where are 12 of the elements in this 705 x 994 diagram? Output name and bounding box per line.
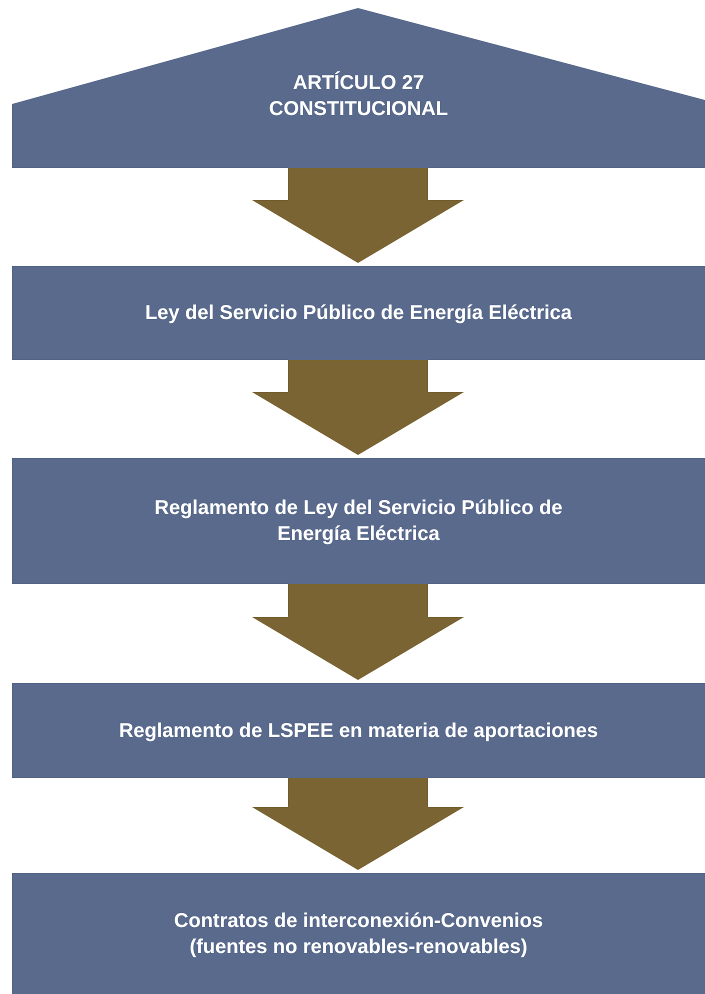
node-label: Ley del Servicio Público de Energía Eléctrica: [145, 301, 572, 326]
node-label: Contratos de interconexión-Convenios (fuentes no renovables-renovables): [173, 908, 544, 960]
node-label: Reglamento de Ley del Servicio Público de Energía Eléctrica: [154, 496, 564, 547]
process-box: [12, 266, 705, 360]
block-arrow: [252, 168, 464, 263]
process-box: [12, 458, 705, 584]
block-arrow: [252, 584, 464, 680]
block-arrow: [252, 778, 464, 870]
process-box: [12, 873, 705, 994]
node-label: Reglamento de LSPEE en materia de aportaciones: [118, 718, 598, 744]
process-box: [12, 683, 705, 778]
node-label: ARTÍCULO 27 CONSTITUCIONAL: [268, 70, 449, 122]
